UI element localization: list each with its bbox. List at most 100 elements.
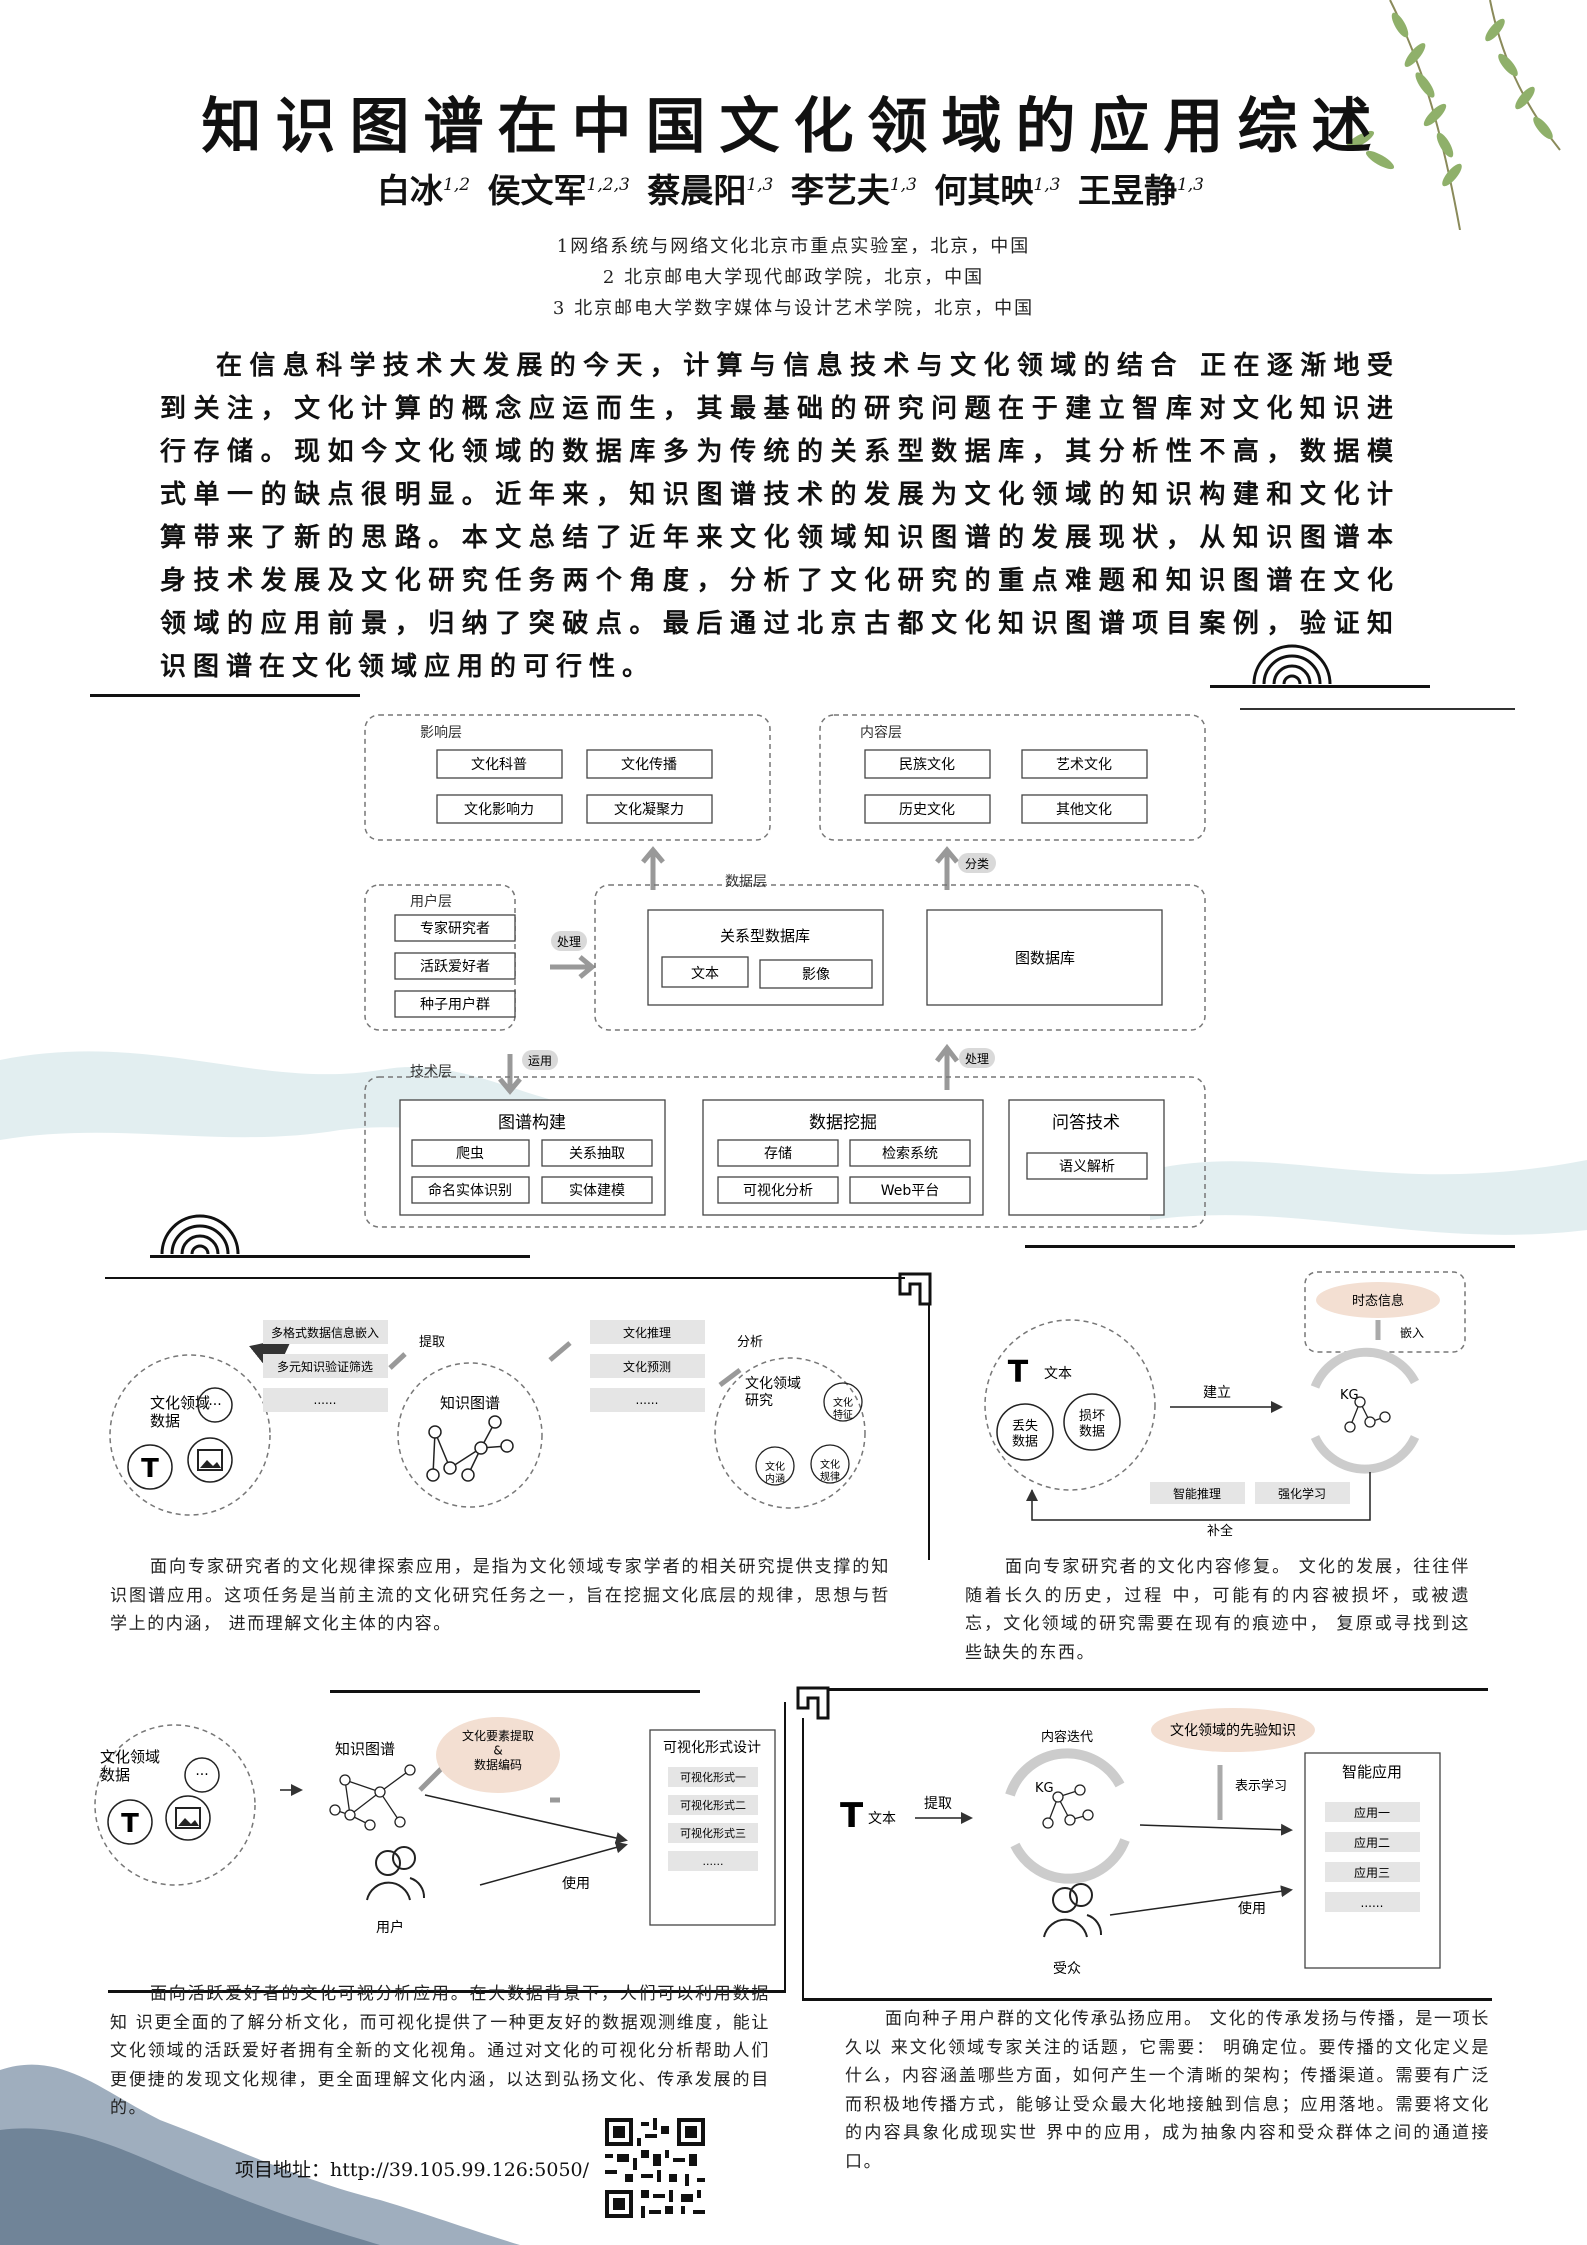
fig4-text: 文本 <box>868 1811 896 1827</box>
divider <box>108 1990 786 1993</box>
fig4-app: 应用一 <box>1354 1805 1390 1820</box>
fig1-frame <box>105 1277 905 1279</box>
user-item: 活跃爱好者 <box>420 959 490 975</box>
content-layer: 内容层 民族文化 艺术文化 历史文化 其他文化 <box>819 714 1206 841</box>
fig3-vis-item: 可视化形式二 <box>680 1798 746 1812</box>
fig4-diagram: T 文本 提取 内容迭代 KG 文化领域的先验知识 表示学习 智能应用 应用一 … <box>840 1708 1441 1977</box>
fig2-diagram: 时态信息 嵌入 T 文本 丢失数据 损坏数据 建立 KG 智能推理 强化学习 补… <box>984 1271 1466 1537</box>
content-item: 其他文化 <box>1056 802 1112 818</box>
affiliation-1: 1网络系统与网络文化北京市重点实验室，北京，中国 <box>556 236 1031 257</box>
willow-branch-decoration <box>1345 0 1561 230</box>
author-affiliation: 1,2,3 <box>586 175 630 195</box>
image-label: 影像 <box>802 967 830 983</box>
divider <box>784 1702 786 1992</box>
fig3-vis-item: 可视化形式一 <box>680 1770 746 1784</box>
fig2-rl: 强化学习 <box>1278 1486 1326 1501</box>
fig2-damaged: 损坏数据 <box>1079 1409 1105 1440</box>
process-label: 处理 <box>557 935 581 949</box>
fig1-analyze: 分析 <box>737 1335 763 1350</box>
author-affiliation: 1,3 <box>889 175 917 195</box>
impact-item: 文化影响力 <box>464 802 534 818</box>
divider <box>802 1998 1492 2001</box>
text-t-icon: T <box>141 1454 159 1484</box>
fig2-caption: 面向专家研究者的文化内容修复。 文化的发展，往往伴随着长久的历史，过程 中，可能… <box>965 1557 1470 1663</box>
content-item: 民族文化 <box>899 757 955 773</box>
fig4-extract: 提取 <box>924 1796 952 1812</box>
author-affiliation: 1,2 <box>443 175 471 195</box>
fig2-lost: 丢失数据 <box>1012 1419 1038 1450</box>
author-list: 白冰1,2 侯文军1,2,3 蔡晨阳1,3 李艺夫1,3 何其映1,3 王昱静1… <box>0 164 1587 212</box>
fret-corner-icon <box>898 1272 932 1306</box>
divider <box>828 1688 1488 1691</box>
architecture-diagram: 影响层 文化科普 文化传播 文化影响力 文化凝聚力 内容层 民族文化 艺术文化 … <box>364 714 1206 1228</box>
fig1-box: 文化预测 <box>623 1359 671 1374</box>
fig1-c1: 文化特征 <box>833 1396 853 1421</box>
fig3-diagram: 文化领域数据 ··· T 知识图谱 文化要素提取&数据编码 可视化形式设计 可视… <box>94 1717 776 1936</box>
fig2-kg: KG <box>1340 1388 1359 1403</box>
author-name: 何其映 <box>934 171 1034 210</box>
fig4-app-title: 智能应用 <box>1342 1763 1402 1781</box>
graph-build-item: 关系抽取 <box>569 1146 625 1162</box>
fig3-user: 用户 <box>376 1919 404 1936</box>
fig1-diagram: 文化领域数据 ··· T 多格式数据信息嵌入 多元知识验证筛选 ...... 提… <box>109 1320 866 1516</box>
fig3-vis-item: ...... <box>703 1855 724 1868</box>
fig4-app: 应用三 <box>1354 1865 1390 1880</box>
fig4-audience: 受众 <box>1053 1961 1081 1977</box>
tech-layer: 技术层 图谱构建 爬虫 关系抽取 命名实体识别 实体建模 数据挖掘 存储 检索系… <box>364 1064 1206 1228</box>
semicircle-decoration <box>160 1214 240 1255</box>
author-name: 侯文军 <box>487 171 587 210</box>
divider <box>150 1255 530 1258</box>
fig4-kg: KG <box>1035 1781 1054 1796</box>
fig1-extract: 提取 <box>419 1334 445 1350</box>
data-layer-title: 数据层 <box>725 874 767 890</box>
affiliation-3: 3 北京邮电大学数字媒体与设计艺术学院，北京，中国 <box>552 298 1035 319</box>
fig1-research: 文化领域研究 <box>745 1376 801 1409</box>
fig2-embed: 嵌入 <box>1400 1326 1424 1340</box>
affiliation-2: 2 北京邮电大学现代邮政学院，北京，中国 <box>602 267 985 288</box>
fig2-build: 建立 <box>1203 1385 1231 1401</box>
rdb-label: 关系型数据库 <box>720 927 810 945</box>
author-name: 李艺夫 <box>790 171 890 210</box>
apply-label: 运用 <box>528 1054 552 1068</box>
fret-corner-icon <box>796 1686 830 1720</box>
fig1-box: 多元知识验证筛选 <box>277 1359 373 1374</box>
fig4-use: 使用 <box>1238 1900 1266 1917</box>
author-name: 王昱静 <box>1077 171 1177 210</box>
divider <box>1025 1245 1515 1248</box>
fig1-ellipsis: ··· <box>208 1397 221 1413</box>
content-item: 历史文化 <box>899 802 955 818</box>
user-item: 种子用户群 <box>420 996 490 1013</box>
text-label: 文本 <box>691 966 719 982</box>
qr-code-icon[interactable] <box>605 2118 705 2218</box>
mining-title: 数据挖掘 <box>809 1113 877 1133</box>
qa-item: 语义解析 <box>1059 1159 1115 1175</box>
impact-layer-title: 影响层 <box>420 725 462 741</box>
text-t-icon: T <box>840 1796 864 1836</box>
author-affiliation: 1,3 <box>746 175 774 195</box>
tech-layer-title: 技术层 <box>410 1064 452 1080</box>
data-layer: 数据层 关系型数据库 文本 影像 图数据库 <box>594 874 1206 1031</box>
impact-item: 文化凝聚力 <box>614 802 684 818</box>
abstract: 在信息科学技术大发展的今天，计算与信息技术与文化领域的结合 正在逐渐地受到关注，… <box>160 351 1400 682</box>
fig3-ellipsis: ··· <box>195 1767 208 1783</box>
text-t-icon: T <box>121 1809 139 1839</box>
project-url[interactable]: 项目地址：http://39.105.99.126:5050/ <box>235 2159 590 2181</box>
mining-item: Web平台 <box>881 1183 940 1199</box>
divider <box>90 694 360 697</box>
fig1-box: 多格式数据信息嵌入 <box>271 1325 379 1340</box>
image-icon <box>175 1807 201 1829</box>
user-layer: 用户层 专家研究者 活跃爱好者 种子用户群 <box>364 884 516 1031</box>
fig2-temporal: 时态信息 <box>1352 1293 1404 1309</box>
content-layer-title: 内容层 <box>860 724 902 741</box>
text-t-icon: T <box>1008 1355 1029 1390</box>
fig1-caption: 面向专家研究者的文化规律探索应用，是指为文化领域专家学者的相关研究提供支撑的知识… <box>110 1557 890 1634</box>
qa-title: 问答技术 <box>1052 1113 1120 1133</box>
user-layer-title: 用户层 <box>410 893 452 910</box>
divider <box>1240 708 1515 710</box>
divider <box>1210 685 1430 688</box>
fig3-domain-data: 文化领域数据 <box>100 1748 160 1784</box>
fig4-iterate: 内容迭代 <box>1041 1729 1093 1745</box>
author-name: 蔡晨阳 <box>647 171 747 210</box>
background-mountain-decoration <box>0 2064 520 2245</box>
graph-build-item: 命名实体识别 <box>428 1182 512 1199</box>
